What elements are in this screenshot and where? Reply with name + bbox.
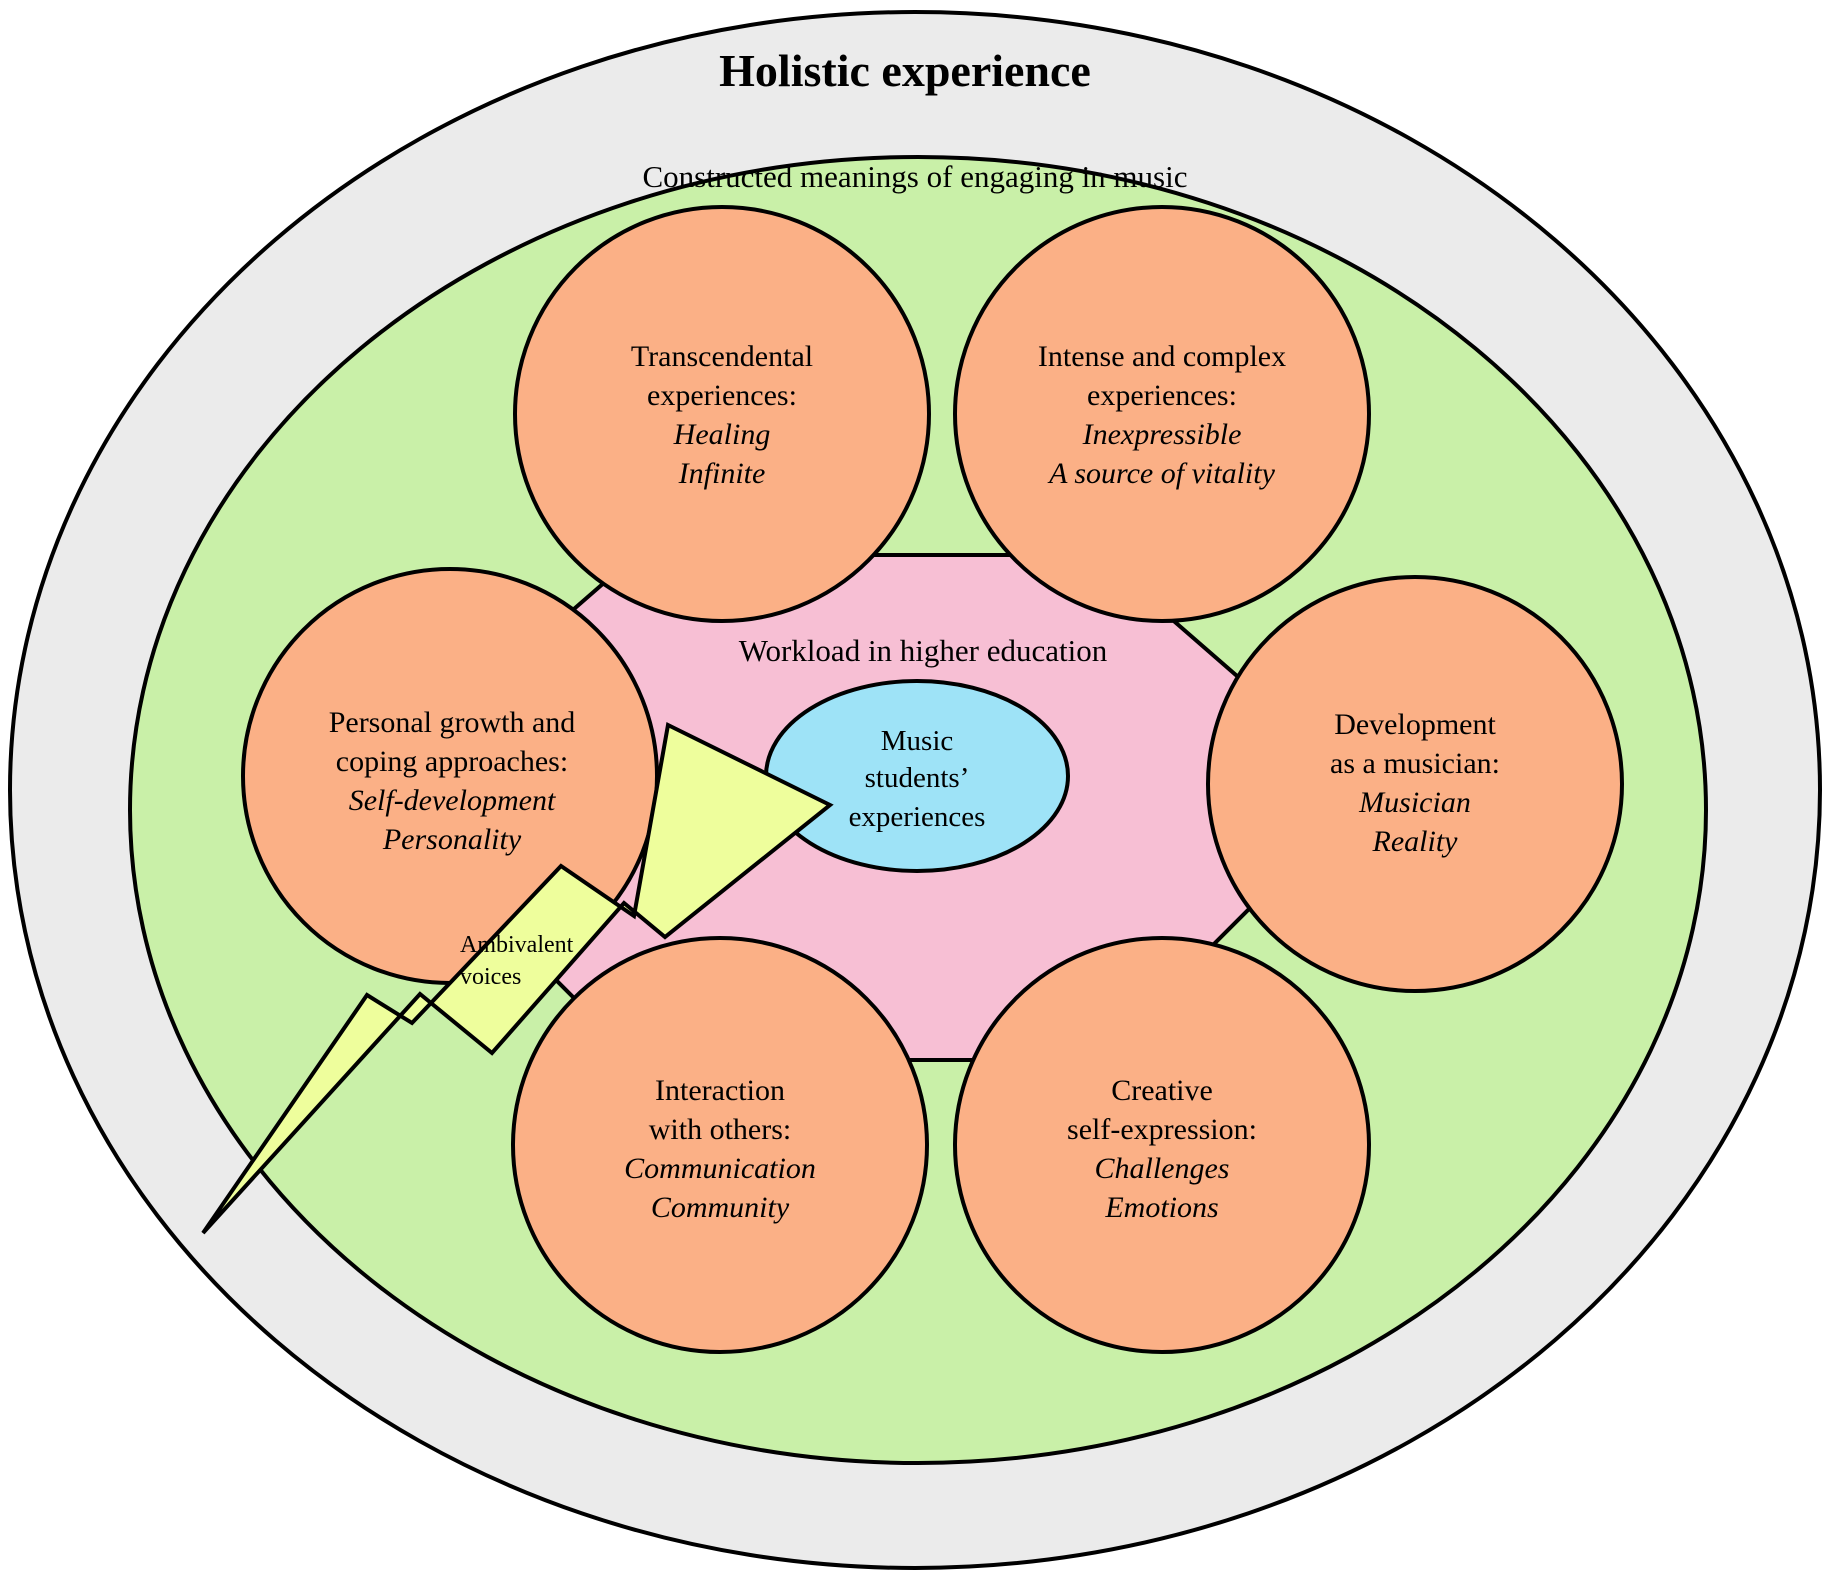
circle-development-heading-2: as a musician: [1330,747,1500,780]
circle-transcendental-heading-2: experiences: [647,379,797,412]
circle-personal-growth-heading-1: Personal growth and [329,706,576,739]
circle-creative-theme-1: Challenges [1095,1152,1230,1185]
bolt-label: Ambivalent voices [460,932,574,990]
title: Holistic experience [719,45,1091,96]
bolt-label-line-1: Ambivalent [460,932,574,958]
circle-creative-heading-2: self-expression: [1067,1113,1257,1146]
circle-creative-theme-2: Emotions [1104,1191,1218,1224]
circle-creative [953,936,1371,1354]
circle-interaction-theme-2: Community [651,1191,790,1224]
circle-development [1206,575,1624,993]
circle-intense-text: Intense and complex experiences: Inexpre… [1038,340,1286,490]
center-line-2: students’ [865,762,970,794]
workload-label: Workload in higher education [739,633,1108,668]
circle-personal-growth-theme-1: Self-development [349,784,556,817]
circle-intense [953,205,1371,623]
circle-transcendental-theme-2: Infinite [678,457,766,490]
circle-personal-growth-text: Personal growth and coping approaches: S… [329,706,576,856]
circle-interaction-theme-1: Communication [624,1152,816,1185]
circle-interaction [511,936,929,1354]
circle-development-theme-1: Musician [1358,786,1471,819]
circle-intense-heading-2: experiences: [1087,379,1237,412]
circle-intense-theme-2: A source of vitality [1047,457,1275,490]
bolt-label-line-2: voices [460,964,521,990]
circle-transcendental [513,205,931,623]
circle-personal-growth-heading-2: coping approaches: [336,745,568,778]
circle-intense-theme-1: Inexpressible [1082,418,1242,451]
circle-intense-heading-1: Intense and complex [1038,340,1286,373]
circle-development-heading-1: Development [1334,708,1496,741]
constructed-meanings-label: Constructed meanings of engaging in musi… [643,159,1188,194]
circle-development-theme-2: Reality [1372,825,1459,858]
circle-interaction-text: Interaction with others: Communication C… [624,1074,816,1224]
circle-creative-heading-1: Creative [1111,1074,1213,1107]
circle-personal-growth-theme-2: Personality [382,823,522,856]
center-line-3: experiences [849,801,986,833]
circle-creative-text: Creative self-expression: Challenges Emo… [1067,1074,1257,1224]
circle-interaction-heading-2: with others: [649,1113,792,1146]
circle-transcendental-theme-1: Healing [673,418,771,451]
circle-transcendental-heading-1: Transcendental [631,340,813,373]
ambivalent-voices-bolt [201,722,834,1235]
circle-development-text: Development as a musician: Musician Real… [1330,708,1500,858]
circle-interaction-heading-1: Interaction [655,1074,785,1107]
center-line-1: Music [881,725,954,757]
center-text: Music students’ experiences [849,725,986,833]
circle-transcendental-text: Transcendental experiences: Healing Infi… [631,340,813,490]
